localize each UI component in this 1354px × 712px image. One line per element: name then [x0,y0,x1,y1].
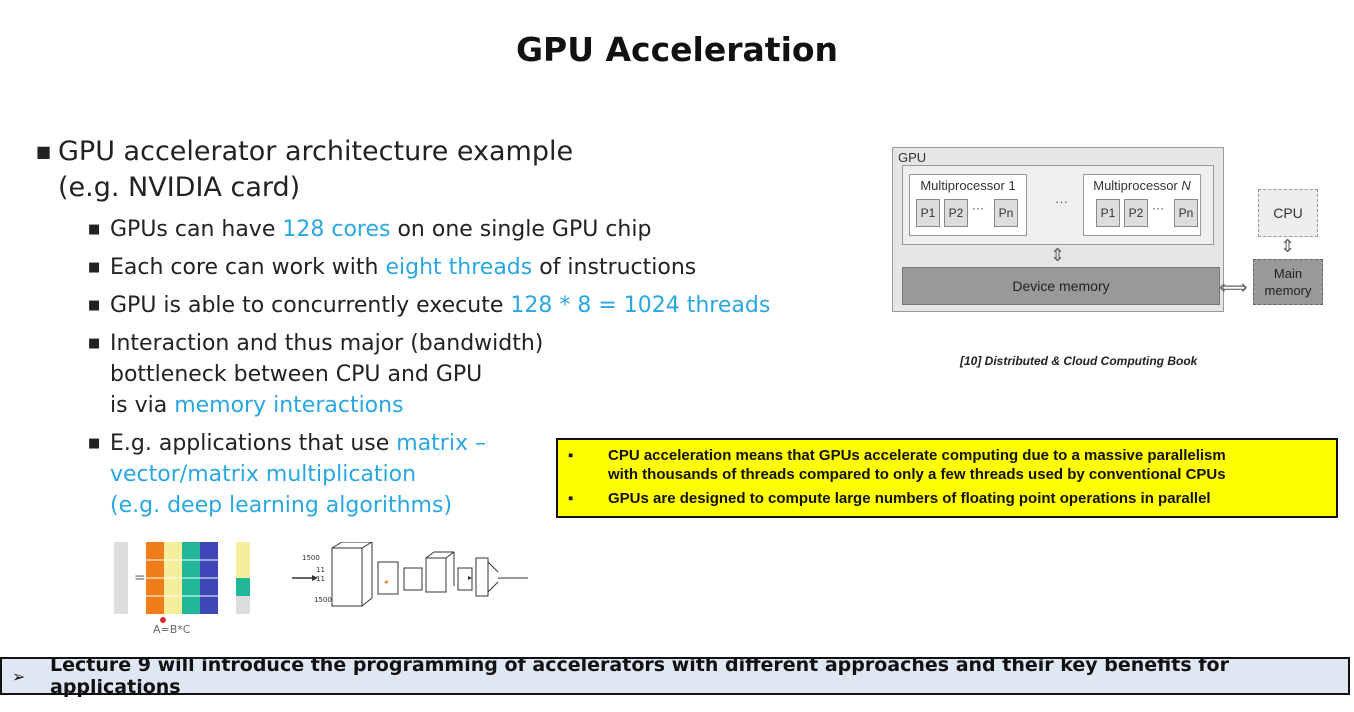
gpu-block: GPU Multiprocessor 1 P1 P2 ··· Pn ··· Mu… [892,147,1224,312]
square-bullet-icon: ■ [88,436,101,451]
square-bullet-icon: ■ [88,260,101,275]
footer-text: Lecture 9 will introduce the programming… [50,654,1229,698]
square-bullet-icon: ■ [88,298,101,313]
note-item: ▪ CPU acceleration means that GPUs accel… [568,447,1226,483]
processor-box: Pn [1174,199,1198,227]
svg-text:11: 11 [316,575,325,583]
highlight-note-box: ▪ CPU acceleration means that GPUs accel… [556,438,1338,518]
matrix-b [146,542,218,614]
sub-bullet-concurrency: ■ GPU is able to concurrently execute 12… [88,290,836,321]
multiprocessor-n: Multiprocessor N P1 P2 ··· Pn [1083,174,1201,236]
square-bullet-icon: ▪ [568,447,574,464]
footer-note: ➢ Lecture 9 will introduce the programmi… [0,654,1350,698]
square-bullet-icon: ■ [36,142,52,161]
svg-text:1500: 1500 [314,596,332,604]
sub-bullet-bottleneck: ■ Interaction and thus major (bandwidth)… [88,328,836,421]
double-arrow-vertical-icon: ⇕ [1280,236,1296,256]
neural-network-image: 1500 11 11 1500 [292,542,528,607]
square-bullet-icon: ■ [88,336,101,351]
processor-box: P1 [1096,199,1120,227]
arrow-bullet-icon: ➢ [12,666,26,686]
svg-text:11: 11 [316,566,325,574]
matrix-caption: A=B*C [153,623,191,636]
matrix-c-strip [236,542,250,614]
main-bullet: ■ GPU accelerator architecture example (… [36,134,836,206]
processor-box: Pn [994,199,1018,227]
multiprocessor-1: Multiprocessor 1 P1 P2 ··· Pn [909,174,1027,236]
citation: [10] Distributed & Cloud Computing Book [960,354,1198,368]
gpu-architecture-diagram: GPU Multiprocessor 1 P1 P2 ··· Pn ··· Mu… [892,147,1332,317]
svg-text:1500: 1500 [302,554,320,562]
processor-box: P2 [944,199,968,227]
marker-dot [160,617,166,623]
gpu-label: GPU [898,150,927,165]
matrix-multiplication-image: = A=B*C [114,542,250,636]
bullet-list: ■ GPU accelerator architecture example (… [36,134,836,528]
square-bullet-icon: ▪ [568,490,574,507]
matrix-a-strip [114,542,128,614]
double-arrow-horizontal-icon: ⟺ [1219,277,1248,299]
double-arrow-vertical-icon: ⇕ [1050,245,1066,265]
ellipsis: ··· [1055,194,1068,209]
multiprocessor-row: Multiprocessor 1 P1 P2 ··· Pn ··· Multip… [902,165,1214,245]
main-bullet-text: GPU accelerator architecture example (e.… [58,136,574,203]
device-memory: Device memory [902,267,1220,305]
sub-bullet-list: ■ GPUs can have 128 cores on one single … [88,214,836,521]
page-title: GPU Acceleration [515,30,839,69]
processor-box: P2 [1124,199,1148,227]
processor-box: P1 [916,199,940,227]
sub-bullet-applications: ■ E.g. applications that use matrix – ve… [88,428,836,521]
sub-bullet-cores: ■ GPUs can have 128 cores on one single … [88,214,836,245]
square-bullet-icon: ■ [88,222,101,237]
cpu-box: CPU [1258,189,1318,237]
sub-bullet-threads: ■ Each core can work with eight threads … [88,252,836,283]
note-item: ▪ GPUs are designed to compute large num… [568,490,1211,507]
equals-sign: = [134,570,146,586]
